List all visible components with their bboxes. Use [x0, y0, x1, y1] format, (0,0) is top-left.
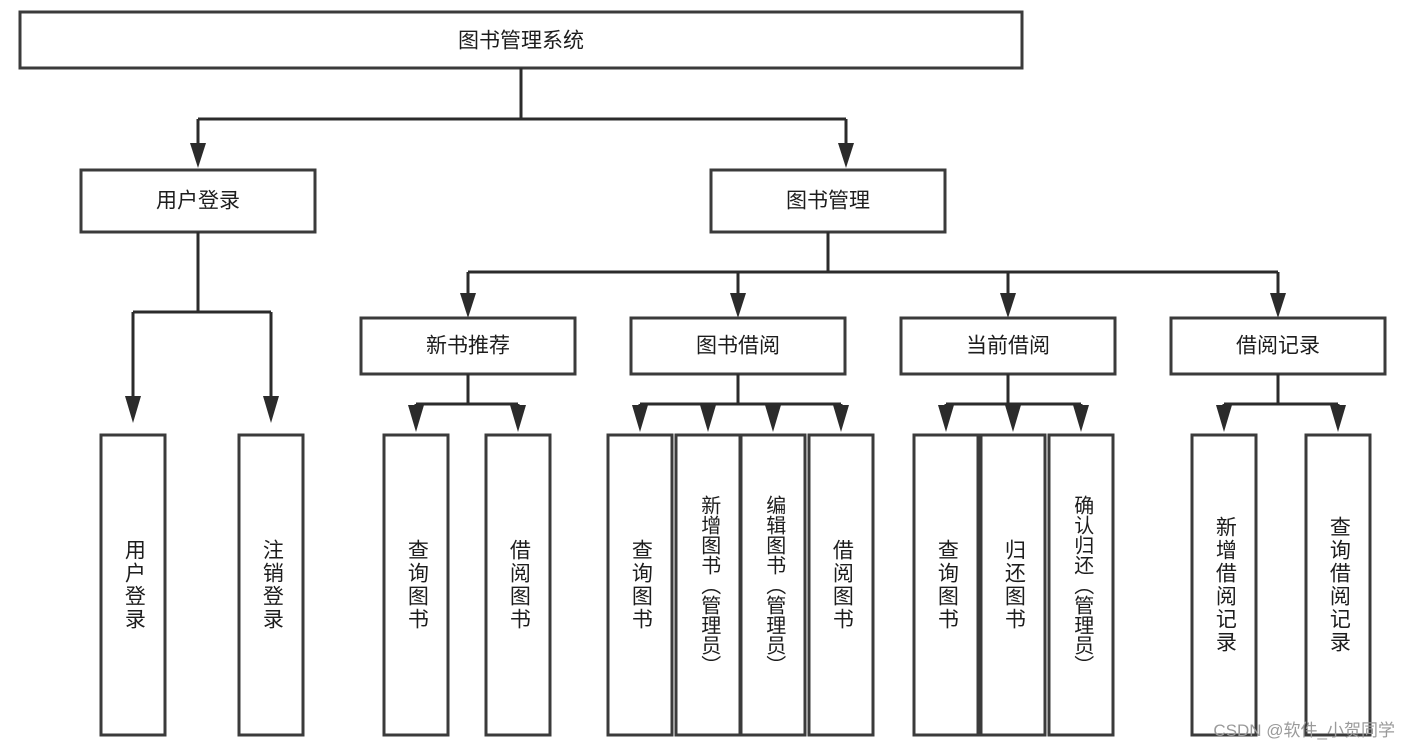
node-current-borrow[interactable]: 当前借阅: [899, 316, 1117, 376]
leaf-box-query-book-3: [912, 433, 980, 737]
leaf-borrow-book-1-label: 借阅图书: [507, 539, 531, 631]
arrowhead-to-new-book-recommend: [460, 293, 476, 318]
node-book-borrow-label: 图书借阅: [696, 335, 780, 358]
leaf-logout-login-label: 注销登录: [260, 539, 284, 631]
connector-user-login-to-leaves: [125, 232, 279, 423]
leaf-query-record-label: 查询借阅记录: [1327, 516, 1351, 654]
leaf-logout-login[interactable]: 注销登录: [239, 435, 303, 735]
node-borrow-record-label: 借阅记录: [1236, 335, 1320, 358]
leaf-query-book-3-label: 查询图书: [935, 539, 959, 631]
node-book-borrow[interactable]: 图书借阅: [629, 316, 847, 376]
leaf-add-book[interactable]: 新增图书（管理员）: [676, 435, 740, 735]
arrowhead-to-leaf-user-login: [125, 396, 141, 423]
connector-borrow-record-to-leaves: [1216, 374, 1346, 432]
leaf-borrow-book-2-label: 借阅图书: [830, 539, 854, 631]
node-root-box: [18, 10, 1024, 70]
leaf-add-book-label: 新增图书（管理员）: [697, 495, 720, 675]
node-root-label: 图书管理系统: [458, 30, 584, 53]
connector-current-borrow-to-leaves: [938, 374, 1089, 432]
leaf-query-book-1[interactable]: 查询图书: [384, 435, 448, 735]
connector-new-book-recommend-to-leaves: [408, 374, 526, 432]
node-new-book-recommend-label: 新书推荐: [426, 335, 510, 358]
arrowhead-to-borrow-record: [1270, 293, 1286, 318]
node-borrow-record-box: [1169, 316, 1387, 376]
node-book-borrow-box: [629, 316, 847, 376]
arrowhead-to-book-borrow: [730, 293, 746, 318]
leaf-box-user-login: [99, 433, 167, 737]
leaf-box-edit-book: [739, 433, 807, 737]
leaf-box-query-book-1: [382, 433, 450, 737]
leaf-confirm-return[interactable]: 确认归还（管理员）: [1049, 435, 1113, 735]
node-root[interactable]: 图书管理系统: [18, 10, 1024, 70]
arrowhead-to-leaf-logout-login: [263, 396, 279, 423]
node-book-manage-box: [709, 168, 947, 234]
leaf-borrow-book-2[interactable]: 借阅图书: [809, 435, 873, 735]
node-current-borrow-label: 当前借阅: [966, 335, 1050, 358]
leaf-query-book-1-label: 查询图书: [405, 539, 429, 631]
leaf-box-query-book-2: [606, 433, 674, 737]
connector-book-borrow-to-leaves: [632, 374, 849, 432]
node-user-login[interactable]: 用户登录: [79, 168, 317, 234]
leaf-query-record[interactable]: 查询借阅记录: [1306, 435, 1370, 735]
leaf-user-login[interactable]: 用户登录: [101, 435, 165, 735]
leaf-return-book[interactable]: 归还图书: [981, 435, 1045, 735]
leaf-user-login-label: 用户登录: [122, 539, 146, 631]
leaf-return-book-label: 归还图书: [1002, 539, 1026, 631]
leaf-query-book-3[interactable]: 查询图书: [914, 435, 978, 735]
watermark-text: CSDN @软件_小贺同学: [1213, 721, 1395, 740]
connector-book-manage-to-level2: [460, 232, 1286, 318]
leaf-confirm-return-label: 确认归还（管理员）: [1070, 495, 1093, 675]
leaf-query-book-2[interactable]: 查询图书: [608, 435, 672, 735]
leaf-box-confirm-return: [1047, 433, 1115, 737]
leaf-add-record[interactable]: 新增借阅记录: [1192, 435, 1256, 735]
leaf-edit-book[interactable]: 编辑图书（管理员）: [741, 435, 805, 735]
arrowhead-to-user-login: [190, 143, 206, 168]
leaf-box-borrow-book-1: [484, 433, 552, 737]
leaf-box-query-record: [1304, 433, 1372, 737]
arrowhead-to-current-borrow: [1000, 293, 1016, 318]
node-borrow-record[interactable]: 借阅记录: [1169, 316, 1387, 376]
node-book-manage[interactable]: 图书管理: [709, 168, 947, 234]
leaf-box-logout-login: [237, 433, 305, 737]
leaf-query-book-2-label: 查询图书: [629, 539, 653, 631]
node-new-book-recommend-box: [359, 316, 577, 376]
leaf-box-return-book: [979, 433, 1047, 737]
leaf-box-borrow-book-2: [807, 433, 875, 737]
arrowhead-to-book-manage: [838, 143, 854, 168]
leaf-edit-book-label: 编辑图书（管理员）: [762, 495, 785, 675]
leaf-borrow-book-1[interactable]: 借阅图书: [486, 435, 550, 735]
connector-root-to-level1: [190, 68, 854, 168]
node-book-manage-label: 图书管理: [786, 190, 870, 213]
leaf-add-record-label: 新增借阅记录: [1213, 516, 1237, 654]
node-user-login-label: 用户登录: [156, 190, 240, 213]
leaf-box-add-record: [1190, 433, 1258, 737]
node-user-login-box: [79, 168, 317, 234]
node-new-book-recommend[interactable]: 新书推荐: [359, 316, 577, 376]
